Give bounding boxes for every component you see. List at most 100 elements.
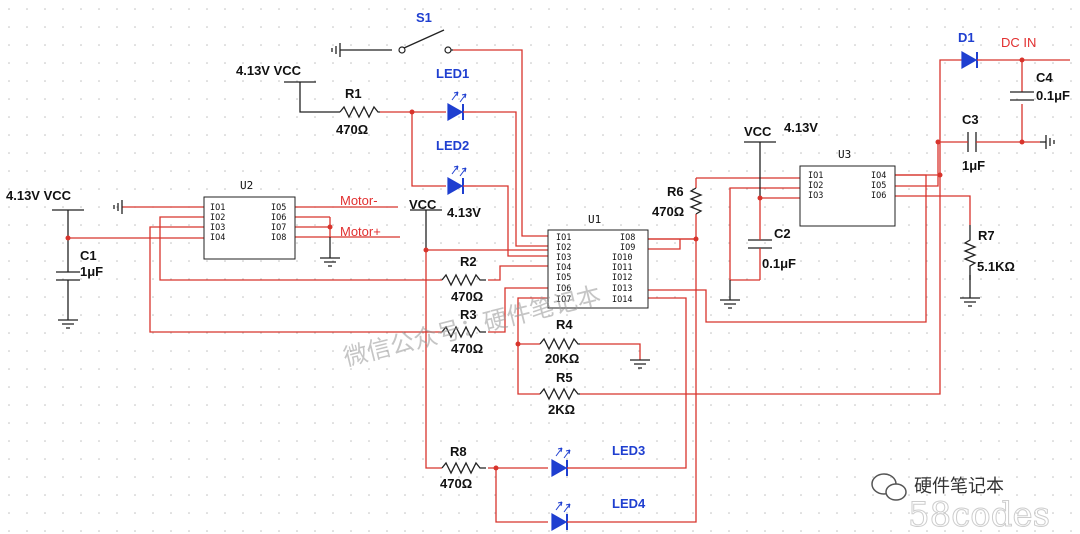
capacitor-c1 bbox=[56, 242, 80, 284]
watermark-site: 58codes bbox=[908, 495, 1050, 534]
label-dc-in: DC IN bbox=[1001, 35, 1036, 50]
ground-c3c4-icon bbox=[1045, 135, 1055, 149]
c4-ref: C4 bbox=[1036, 70, 1053, 85]
r3-value: 470Ω bbox=[451, 341, 483, 356]
svg-text:IO2: IO2 bbox=[556, 243, 571, 253]
r4-ref: R4 bbox=[556, 317, 573, 332]
wechat-logo-icon bbox=[871, 473, 907, 501]
c1-ref: C1 bbox=[80, 248, 97, 263]
svg-text:IO14: IO14 bbox=[612, 295, 632, 305]
ground-u2-io7-icon bbox=[320, 257, 340, 267]
label-led4: LED4 bbox=[612, 496, 646, 511]
svg-text:IO13: IO13 bbox=[612, 284, 632, 294]
svg-text:IO3: IO3 bbox=[556, 253, 571, 263]
switch-s1 bbox=[398, 29, 453, 54]
resistor-r8 bbox=[441, 461, 486, 475]
svg-text:U2: U2 bbox=[240, 179, 253, 192]
svg-text:IO3: IO3 bbox=[808, 191, 823, 201]
r8-ref: R8 bbox=[450, 444, 467, 459]
svg-text:IO8: IO8 bbox=[271, 233, 286, 243]
diode-d1-icon bbox=[961, 50, 982, 70]
capacitors bbox=[56, 91, 1034, 284]
svg-text:IO6: IO6 bbox=[871, 191, 886, 201]
r8-value: 470Ω bbox=[440, 476, 472, 491]
svg-text:IO9: IO9 bbox=[620, 243, 635, 253]
label-motor-minus: Motor- bbox=[340, 193, 378, 208]
ground-r4-icon bbox=[630, 359, 650, 369]
svg-text:IO5: IO5 bbox=[871, 181, 886, 191]
label-motor-plus: Motor+ bbox=[340, 224, 381, 239]
capacitor-c3 bbox=[960, 132, 984, 152]
svg-text:IO4: IO4 bbox=[210, 233, 225, 243]
label-d1: D1 bbox=[958, 30, 975, 45]
resistor-r4 bbox=[539, 337, 580, 351]
r3-ref: R3 bbox=[460, 307, 477, 322]
svg-text:IO5: IO5 bbox=[271, 203, 286, 213]
svg-text:U3: U3 bbox=[838, 148, 851, 161]
c3-ref: C3 bbox=[962, 112, 979, 127]
resistor-r1 bbox=[339, 105, 380, 119]
c2-ref: C2 bbox=[774, 226, 791, 241]
watermark-brand: 硬件笔记本 bbox=[914, 476, 1004, 496]
chip-u1: U1 IO1 IO2 IO3 IO4 IO5 IO6 IO7 IO8 IO9 I… bbox=[547, 213, 649, 309]
label-vcc-mid: VCC bbox=[409, 197, 437, 212]
r4-value: 20KΩ bbox=[545, 351, 579, 366]
label-led3: LED3 bbox=[612, 443, 645, 458]
vcc-bars bbox=[52, 81, 776, 211]
label-s1: S1 bbox=[416, 10, 432, 25]
r2-ref: R2 bbox=[460, 254, 477, 269]
svg-text:IO5: IO5 bbox=[556, 273, 571, 283]
c2-value: 0.1μF bbox=[762, 256, 796, 271]
ground-s1-icon bbox=[331, 43, 392, 57]
r6-value: 470Ω bbox=[652, 204, 684, 219]
ground-symbols bbox=[58, 43, 1055, 369]
r2-value: 470Ω bbox=[451, 289, 483, 304]
resistor-r6 bbox=[689, 187, 703, 215]
r5-ref: R5 bbox=[556, 370, 573, 385]
c3-value: 1μF bbox=[962, 158, 985, 173]
ground-u2-icon bbox=[113, 200, 123, 214]
label-vcc-top: 4.13V VCC bbox=[236, 63, 302, 78]
diodes bbox=[447, 50, 982, 532]
capacitor-c4 bbox=[1010, 91, 1034, 101]
svg-text:IO1: IO1 bbox=[556, 233, 571, 243]
label-vcc-mid-value: 4.13V bbox=[447, 205, 481, 220]
ground-r7-icon bbox=[960, 297, 980, 307]
svg-text:IO7: IO7 bbox=[556, 295, 571, 305]
svg-text:IO1: IO1 bbox=[210, 203, 225, 213]
chip-u2: U2 IO1 IO2 IO3 IO4 IO5 IO6 IO7 IO8 bbox=[203, 179, 296, 260]
junctions bbox=[65, 57, 1025, 471]
svg-text:IO11: IO11 bbox=[612, 263, 632, 273]
resistor-r3 bbox=[441, 325, 486, 339]
chip-u3: U3 IO1 IO2 IO3 IO4 IO5 IO6 bbox=[799, 148, 896, 227]
label-vcc-u3-value: 4.13V bbox=[784, 120, 818, 135]
label-led2: LED2 bbox=[436, 138, 469, 153]
led1-icon bbox=[447, 91, 476, 122]
svg-text:IO6: IO6 bbox=[271, 213, 286, 223]
ground-c1-icon bbox=[58, 284, 78, 329]
c1-value: 1μF bbox=[80, 264, 103, 279]
svg-text:IO10: IO10 bbox=[612, 253, 632, 263]
svg-text:IO12: IO12 bbox=[612, 273, 632, 283]
r1-value: 470Ω bbox=[336, 122, 368, 137]
svg-text:IO1: IO1 bbox=[808, 171, 823, 181]
r7-ref: R7 bbox=[978, 228, 995, 243]
svg-text:IO3: IO3 bbox=[210, 223, 225, 233]
label-vcc-left: 4.13V VCC bbox=[6, 188, 72, 203]
label-led1: LED1 bbox=[436, 66, 469, 81]
svg-text:IO6: IO6 bbox=[556, 284, 571, 294]
resistor-r2 bbox=[441, 273, 486, 287]
ground-c2-icon bbox=[720, 299, 740, 309]
resistor-r5 bbox=[539, 387, 580, 401]
labels: S1 LED1 LED2 LED3 LED4 D1 DC IN 4.13V VC… bbox=[6, 10, 1070, 511]
svg-text:IO4: IO4 bbox=[871, 171, 886, 181]
r6-ref: R6 bbox=[667, 184, 684, 199]
svg-text:IO2: IO2 bbox=[210, 213, 225, 223]
svg-text:IO2: IO2 bbox=[808, 181, 823, 191]
led3-icon bbox=[551, 447, 580, 478]
c4-value: 0.1μF bbox=[1036, 88, 1070, 103]
r7-value: 5.1KΩ bbox=[977, 259, 1015, 274]
